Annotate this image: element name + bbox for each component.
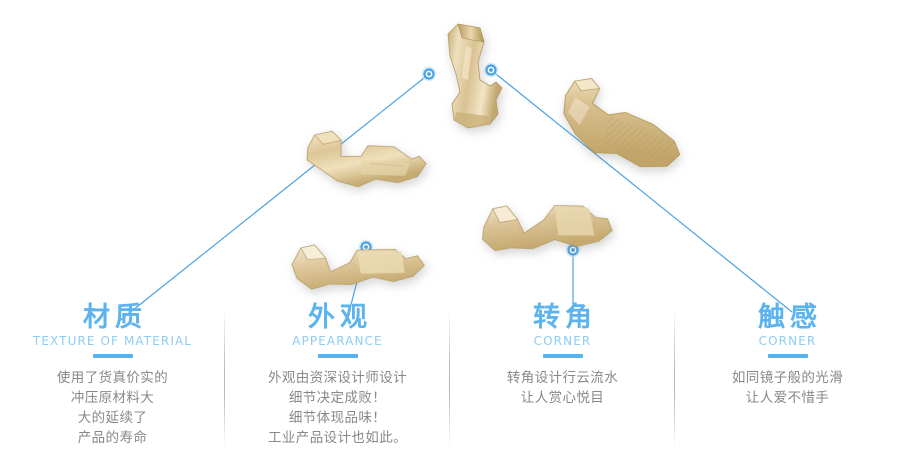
column-divider [674,308,675,448]
feature-column-material: 材质 TEXTURE OF MATERIAL 使用了货真价实的 冲压原材料大 大… [0,300,225,456]
feature-body-appearance: 外观由资深设计师设计 细节决定成败！ 细节体现品味！ 工业产品设计也如此。 [225,368,450,448]
feature-column-appearance: 外观 APPEARANCE 外观由资深设计师设计 细节决定成败！ 细节体现品味！… [225,300,450,456]
feature-body-line: 转角设计行云流水 [506,369,619,386]
feature-underline-touch [767,353,808,358]
feature-title-cn-touch: 触感 [758,302,822,333]
feature-column-touch: 触感 CORNER 如同镜子般的光滑 让人爱不惜手 [675,300,900,456]
feature-title-en-touch: CORNER [758,334,817,349]
feature-title-cn-material: 材质 [83,302,147,333]
feature-title-en-appearance: APPEARANCE [292,334,383,349]
feature-body-line: 细节决定成败！ [288,389,387,406]
feature-body-line: 如同镜子般的光滑 [731,369,844,386]
feature-body-line: 细节体现品味！ [288,409,387,426]
stamped-metal-clip-lower-left [286,227,430,299]
feature-underline-corner [542,353,583,358]
column-divider [224,308,225,448]
stamped-metal-clip-right-textured [543,65,701,192]
feature-columns: 材质 TEXTURE OF MATERIAL 使用了货真价实的 冲压原材料大 大… [0,300,900,456]
feature-body-line: 冲压原材料大 [70,389,155,406]
feature-underline-appearance [317,353,358,358]
feature-title-cn-appearance: 外观 [308,302,372,333]
stamped-metal-clip-left [296,113,435,218]
stamped-metal-clip-top-center [428,22,528,144]
feature-body-corner: 转角设计行云流水 让人赏心悦目 [450,368,675,408]
feature-body-line: 让人爱不惜手 [745,389,830,406]
feature-body-line: 使用了货真价实的 [56,369,169,386]
feature-body-line: 外观由资深设计师设计 [268,369,407,386]
feature-title-en-material: TEXTURE OF MATERIAL [32,334,193,349]
stamped-metal-clip-lower-center [476,194,615,263]
feature-title-cn-corner: 转角 [533,302,597,333]
feature-column-corner: 转角 CORNER 转角设计行云流水 让人赏心悦目 [450,300,675,456]
feature-body-touch: 如同镜子般的光滑 让人爱不惜手 [675,368,900,408]
feature-title-en-corner: CORNER [533,334,592,349]
feature-body-line: 工业产品设计也如此。 [268,429,407,446]
feature-underline-material [92,353,133,358]
feature-body-material: 使用了货真价实的 冲压原材料大 大的延续了 产品的寿命 [0,368,225,448]
feature-body-line: 让人赏心悦目 [520,389,605,406]
feature-body-line: 产品的寿命 [77,429,148,446]
column-divider [449,308,450,448]
feature-body-line: 大的延续了 [77,409,148,426]
